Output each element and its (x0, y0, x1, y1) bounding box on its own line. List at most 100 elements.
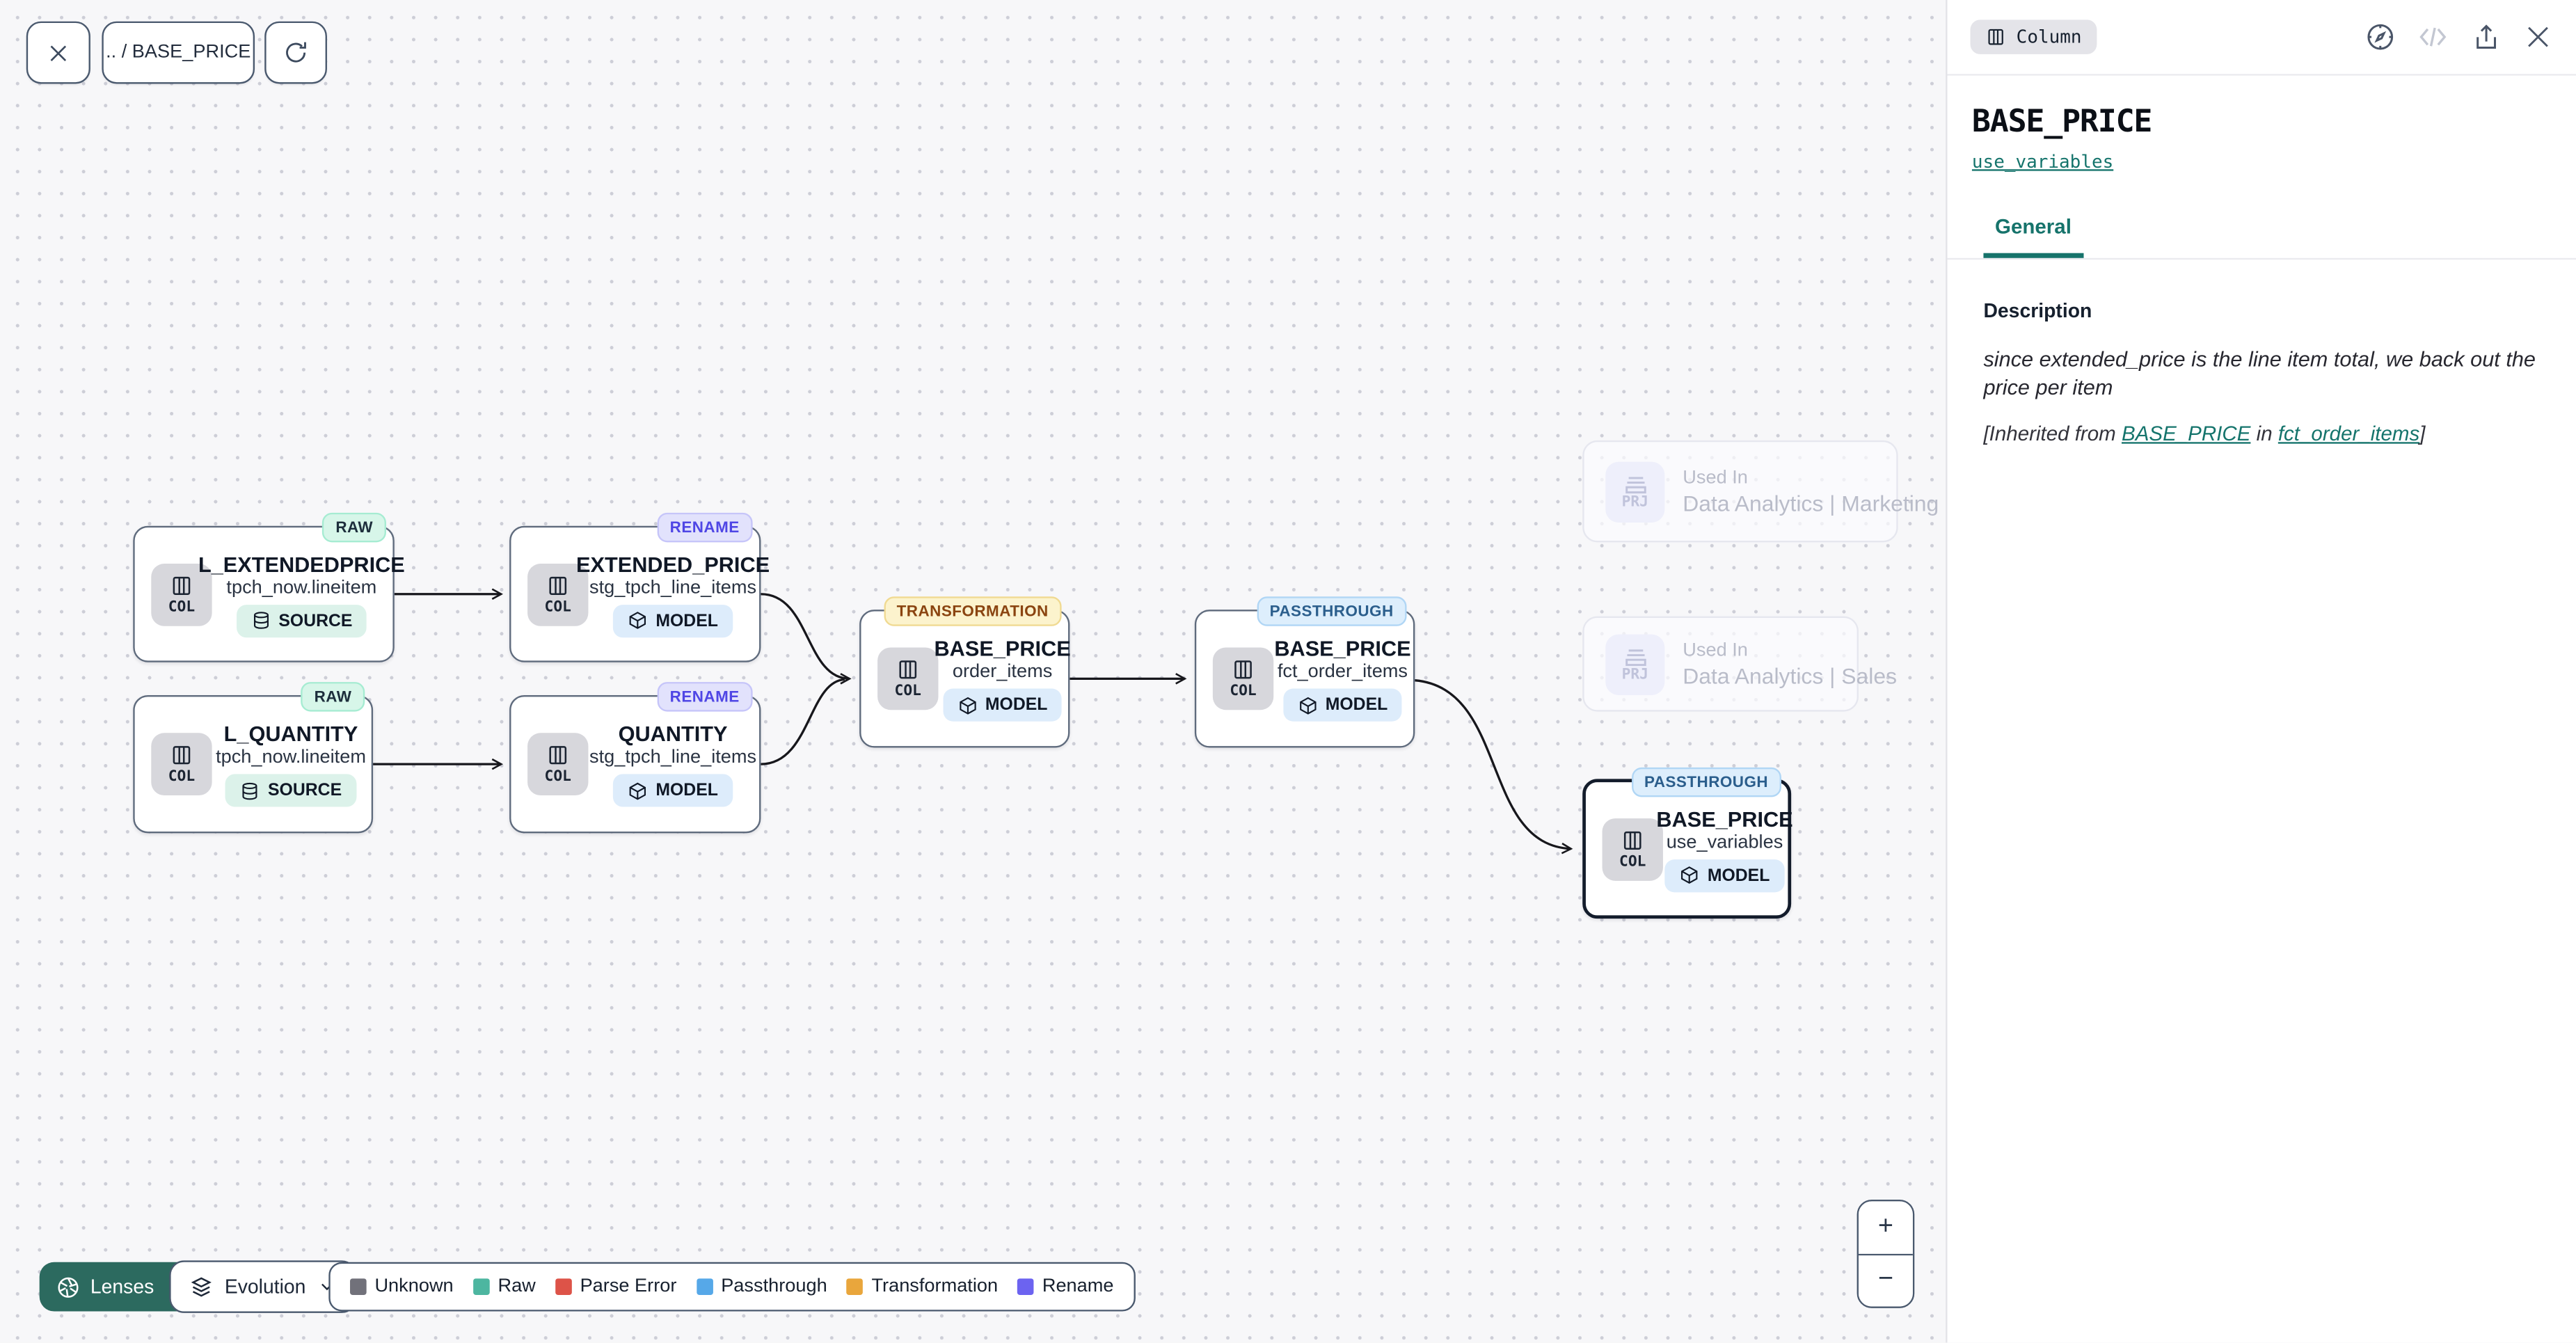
column-type-tag: COL (877, 647, 939, 710)
panel-tabs: General (1947, 215, 2576, 260)
column-type-tag: COL (1602, 817, 1663, 880)
kind-badge-model: MODEL (942, 688, 1063, 722)
explore-compass-button[interactable] (2364, 22, 2396, 53)
lenses-control[interactable]: Lenses Evolution (39, 1260, 357, 1313)
node-extended-price[interactable]: RENAME COL EXTENDED_PRICE stg_tpch_line_… (509, 512, 770, 662)
node-title: BASE_PRICE (934, 635, 1071, 661)
cube-icon (959, 696, 976, 714)
details-panel: Column BASE_PRICE use_var (1946, 0, 2576, 1343)
columns-icon (1623, 830, 1641, 849)
node-title: L_QUANTITY (223, 721, 358, 747)
columns-icon (549, 575, 567, 594)
legend-item: Parse Error (555, 1277, 676, 1296)
columns-icon (899, 660, 917, 679)
edge-extendedprice-baseprice (761, 593, 852, 685)
node-base-price-order-items[interactable]: TRANSFORMATION COL BASE_PRICE order_item… (859, 596, 1071, 748)
legend-item: Passthrough (696, 1277, 827, 1296)
close-icon (50, 45, 67, 61)
node-base-price-fct-order-items[interactable]: PASSTHROUGH COL BASE_PRICE fct_order_ite… (1194, 596, 1415, 748)
lens-badge-rename: RENAME (656, 512, 753, 543)
breadcrumb[interactable]: .. / BASE_PRICE (102, 21, 255, 84)
zoom-in-button[interactable]: + (1858, 1201, 1913, 1253)
used-in-node-marketing[interactable]: PRJ Used In Data Analytics | Marketing (1582, 440, 1939, 543)
tab-general[interactable]: General (1983, 215, 2083, 258)
kind-badge-source: SOURCE (225, 774, 357, 807)
used-in-node-sales[interactable]: PRJ Used In Data Analytics | Sales (1582, 616, 1897, 712)
node-subtitle: stg_tpch_line_items (589, 578, 757, 598)
legend-item: Rename (1017, 1277, 1114, 1296)
cube-icon (1299, 696, 1316, 714)
zoom-controls: + − (1857, 1199, 1915, 1308)
cube-icon (1681, 866, 1698, 884)
view-code-button[interactable] (2417, 22, 2449, 53)
description-text: since extended_price is the line item to… (1983, 347, 2536, 400)
column-type-tag: COL (1212, 647, 1274, 710)
divider (1858, 1253, 1913, 1255)
cube-icon (629, 612, 646, 629)
kind-badge-model: MODEL (612, 774, 733, 807)
node-quantity[interactable]: RENAME COL QUANTITY stg_tpch_line_items … (509, 682, 761, 834)
close-panel-button[interactable] (2522, 22, 2554, 53)
node-title: BASE_PRICE (1656, 806, 1793, 831)
lens-badge-raw: RAW (322, 512, 386, 543)
description-label: Description (1983, 299, 2092, 322)
lens-badge-passthrough: PASSTHROUGH (1256, 596, 1407, 626)
used-in-name: Data Analytics | Sales (1683, 662, 1898, 688)
node-base-price-use-variables[interactable]: PASSTHROUGH COL BASE_PRICE use_variables… (1582, 767, 1793, 919)
lens-badge-raw: RAW (301, 682, 365, 712)
panel-header: Column (1947, 0, 2576, 76)
stack-icon (190, 1276, 212, 1296)
columns-icon (173, 575, 191, 594)
inherited-note: [Inherited from BASE_PRICE in fct_order_… (1983, 421, 2426, 445)
close-icon (2528, 26, 2548, 47)
used-in-name: Data Analytics | Marketing (1683, 490, 1939, 516)
node-subtitle: tpch_now.lineitem (226, 578, 377, 598)
lens-select-evolution[interactable]: Evolution (168, 1260, 357, 1313)
database-icon (253, 612, 268, 629)
zoom-out-button[interactable]: − (1858, 1255, 1913, 1307)
column-type-tag: COL (527, 562, 589, 626)
inherited-link-fct-order-items[interactable]: fct_order_items (2277, 421, 2420, 445)
node-subtitle: order_items (952, 662, 1053, 683)
node-subtitle: use_variables (1666, 832, 1783, 852)
node-title: EXTENDED_PRICE (576, 551, 770, 576)
refresh-button[interactable] (264, 21, 327, 84)
lens-badge-transformation: TRANSFORMATION (883, 596, 1062, 626)
node-subtitle: stg_tpch_line_items (589, 747, 757, 768)
refresh-icon (286, 42, 306, 63)
used-in-label: Used In (1683, 467, 1748, 488)
kind-badge-model: MODEL (1282, 688, 1403, 722)
columns-icon (1234, 660, 1252, 679)
columns-icon (549, 746, 567, 765)
edge-quantity-baseprice (761, 678, 845, 765)
entity-type-badge: Column (1970, 19, 2097, 54)
lens-badge-rename: RENAME (656, 682, 753, 712)
legend-item: Unknown (350, 1277, 454, 1296)
node-title: L_EXTENDEDPRICE (198, 551, 405, 576)
kind-badge-model: MODEL (612, 603, 733, 637)
edge-fctorderitems-usevariables (1415, 679, 1573, 855)
compass-icon (2367, 24, 2394, 50)
columns-icon (1988, 29, 2003, 45)
column-type-tag: COL (151, 733, 212, 796)
cube-icon (629, 781, 646, 800)
kind-badge-model: MODEL (1664, 858, 1785, 892)
database-icon (242, 781, 257, 800)
inherited-link-base-price[interactable]: BASE_PRICE (2122, 421, 2251, 445)
share-button[interactable] (2470, 22, 2501, 53)
columns-icon (173, 746, 191, 765)
node-l-quantity[interactable]: RAW COL L_QUANTITY tpch_now.lineitem SOU… (133, 682, 374, 834)
close-graph-button[interactable] (26, 21, 90, 84)
code-icon (2419, 27, 2447, 47)
share-icon (2476, 24, 2495, 48)
lens-legend: Unknown Raw Parse Error Passthrough Tran… (328, 1262, 1136, 1312)
lenses-button[interactable]: Lenses (40, 1262, 170, 1312)
node-title: BASE_PRICE (1274, 635, 1411, 661)
used-in-label: Used In (1683, 639, 1748, 660)
model-link-use-variables[interactable]: use_variables (1971, 151, 2114, 173)
kind-badge-source: SOURCE (235, 603, 367, 637)
legend-item: Raw (473, 1277, 536, 1296)
project-icon: PRJ (1605, 633, 1665, 694)
node-l-extendedprice[interactable]: RAW COL L_EXTENDEDPRICE tpch_now.lineite… (133, 512, 405, 662)
